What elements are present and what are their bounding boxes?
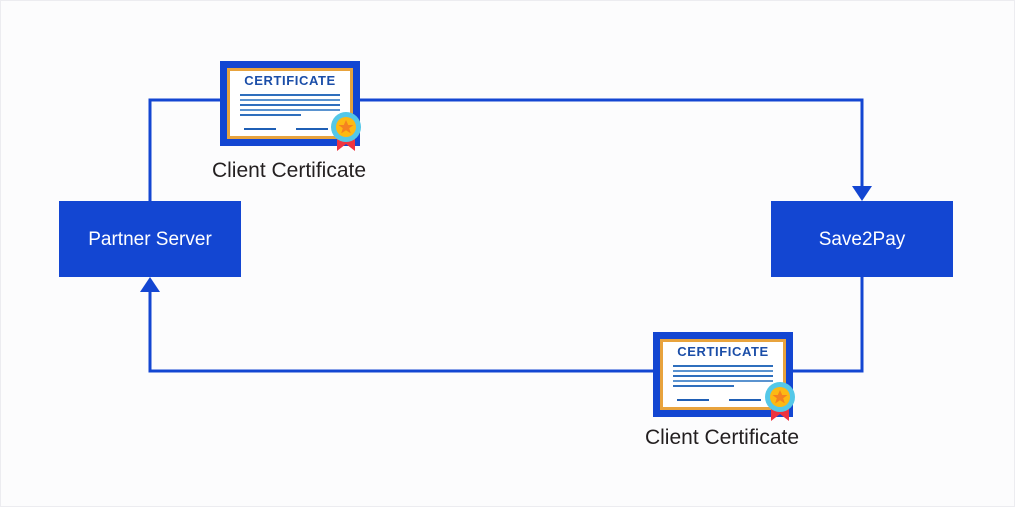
certificate-top-title: CERTIFICATE	[244, 73, 336, 88]
arrowhead-up-partner-server	[140, 277, 160, 292]
node-save2pay[interactable]: Save2Pay	[771, 201, 953, 277]
partner-server-label: Partner Server	[88, 229, 212, 250]
certificate-bottom-body-lines	[673, 365, 773, 387]
certificate-bottom-caption: Client Certificate	[645, 426, 799, 449]
connector-partner-to-save2pay-path	[148, 98, 864, 211]
certificate-icon-top: CERTIFICATE Client Certif	[212, 61, 366, 182]
partner-server-box[interactable]	[59, 201, 241, 277]
certificate-top-caption: Client Certificate	[212, 159, 366, 182]
arrowhead-down-save2pay	[852, 186, 872, 201]
save2pay-label: Save2Pay	[819, 229, 906, 250]
connector-save2pay-to-partner	[140, 267, 864, 373]
save2pay-box[interactable]	[771, 201, 953, 277]
certificate-bottom-paper	[663, 342, 783, 407]
certificate-top-paper	[230, 71, 350, 136]
connector-partner-to-save2pay	[148, 98, 872, 211]
node-partner-server[interactable]: Partner Server	[59, 201, 241, 277]
certificate-bottom-medal-badge	[765, 382, 795, 421]
certificate-bottom-title: CERTIFICATE	[677, 344, 769, 359]
certificate-bottom-signature-lines	[677, 399, 761, 401]
certificate-top-signature-lines	[244, 128, 328, 130]
certificate-top-body-lines	[240, 94, 340, 116]
medal-star-bottom	[772, 390, 788, 404]
certificate-icon-bottom: CERTIFICATE Client Certif	[645, 332, 799, 449]
certificate-top-medal-badge	[331, 112, 361, 151]
connector-save2pay-to-partner-path	[148, 267, 864, 373]
medal-star-top	[338, 120, 354, 134]
